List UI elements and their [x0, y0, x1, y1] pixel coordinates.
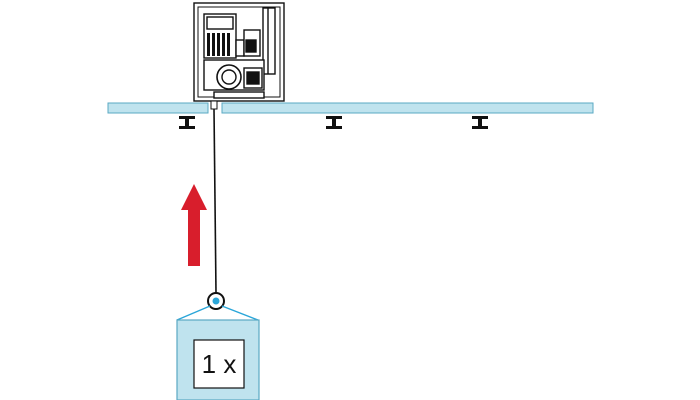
- load-sling: [176, 305, 259, 321]
- ceiling-beam-left: [107, 102, 209, 114]
- i-beam-support-3: [472, 116, 488, 129]
- load-label: 1 x: [202, 349, 237, 379]
- i-beam-support-2: [326, 116, 342, 129]
- hoist-rope: [213, 108, 217, 294]
- i-beam-support-1: [179, 116, 195, 129]
- rope-fitting: [210, 100, 218, 110]
- ceiling-beam-right: [221, 102, 594, 114]
- hoist-motor-icon: [193, 2, 285, 102]
- up-arrow-icon: [181, 184, 207, 266]
- load-label-panel: [193, 339, 245, 389]
- hook-icon: [207, 292, 225, 310]
